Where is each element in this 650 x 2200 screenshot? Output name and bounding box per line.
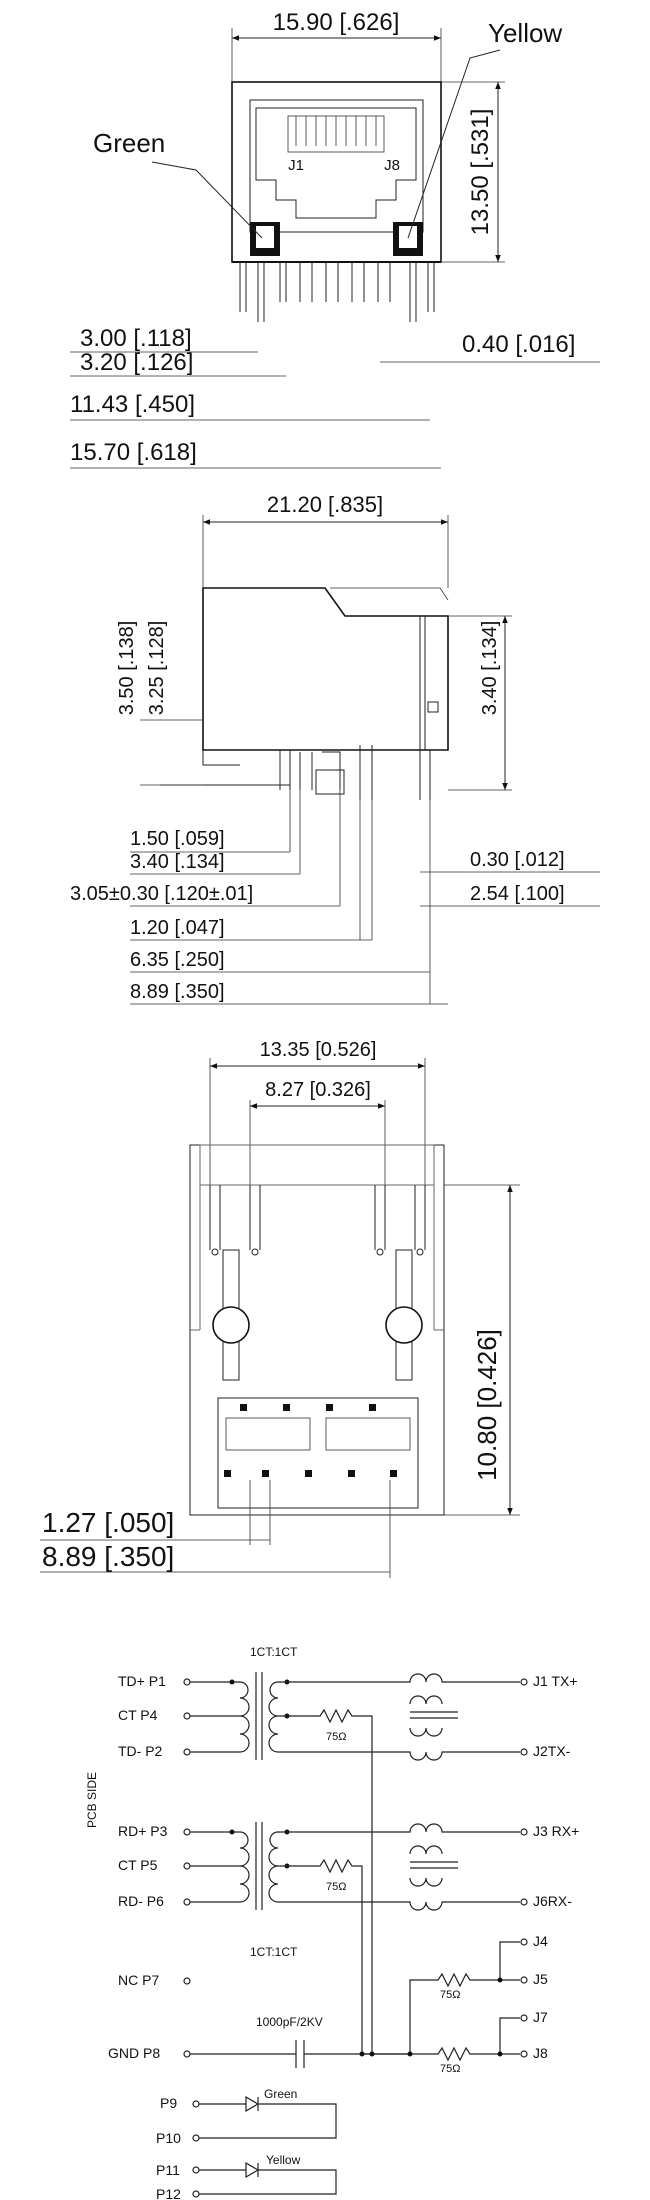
pin-j4-label: J4 <box>533 1933 548 1949</box>
rj-contacts <box>287 115 385 153</box>
pin-rd-minus-label: RD- P6 <box>118 1893 164 1909</box>
resistor-top <box>278 1708 373 2054</box>
left-pin-terminals <box>183 1678 191 2058</box>
pin-gnd-label: GND P8 <box>108 2045 160 2061</box>
side-left-h2-dim: 3.25 [.128] <box>146 621 168 716</box>
bottom-view: 13.35 [0.526] 8.27 [0.326] <box>40 1039 520 1578</box>
resistor-j7-j8 <box>362 2017 520 2062</box>
side-d6-dim: 8.89 [.350] <box>130 981 225 1003</box>
pin-td-plus-label: TD+ P1 <box>118 1673 166 1689</box>
side-housing <box>202 587 449 751</box>
contact-area <box>217 1397 419 1509</box>
bottom-height-dim: 10.80 [0.426] <box>472 1329 502 1481</box>
pin-rd-plus-label: RD+ P3 <box>118 1823 168 1839</box>
yellow-led-label: Yellow <box>266 2153 301 2167</box>
front-width-dim: 15.90 [.626] <box>273 9 400 36</box>
pin-j6-rx-minus-label: J6RX- <box>533 1893 572 1909</box>
pin-ct-top-label: CT P4 <box>118 1707 158 1723</box>
side-d5-dim: 6.35 [.250] <box>130 949 225 971</box>
pin-j8-label: J8 <box>384 157 400 174</box>
capacitor-label: 1000pF/2KV <box>256 2015 323 2029</box>
side-left-h1-dim: 3.50 [.138] <box>116 621 138 716</box>
led-pin-p9-label: P9 <box>160 2095 177 2111</box>
side-d2-dim: 3.40 [.134] <box>130 851 225 873</box>
choke-top <box>278 1673 520 1761</box>
pin-j8-schem-label: J8 <box>533 2045 548 2061</box>
schematic: 1CT:1CT 1CT:1CT PCB SIDE TD+ P1 CT P4 TD… <box>85 1645 579 2200</box>
side-d4-dim: 1.20 [.047] <box>130 917 225 939</box>
pin-j3-rx-plus-label: J3 RX+ <box>533 1823 579 1839</box>
junction-dots <box>359 1977 503 2057</box>
pin-j1-tx-plus-label: J1 TX+ <box>533 1673 578 1689</box>
resistor-j4-j5 <box>409 1941 520 2054</box>
yellow-led-diode <box>199 2161 337 2195</box>
led-green-label: Green <box>93 128 165 158</box>
bottom-width-a-dim: 13.35 [0.526] <box>260 1039 377 1061</box>
led-pin-p12-label: P12 <box>156 2186 181 2200</box>
bottom-small-holes <box>211 1248 424 1256</box>
side-r2-dim: 2.54 [.100] <box>470 883 565 905</box>
side-bottom-dims <box>130 790 448 1005</box>
ratio-bottom-label: 1CT:1CT <box>250 1945 298 1959</box>
side-d1-dim: 1.50 [.059] <box>130 828 225 850</box>
resistor-mid-label: 75Ω <box>326 1881 346 1893</box>
pin-td-minus-label: TD- P2 <box>118 1743 163 1759</box>
bottom-width-b-dim: 8.27 [0.326] <box>265 1079 371 1101</box>
led-pin-p10-label: P10 <box>156 2130 181 2146</box>
pin-j7-label: J7 <box>533 2009 548 2025</box>
green-led-label: Green <box>264 2087 297 2101</box>
pcb-side-label: PCB SIDE <box>85 1772 99 1828</box>
front-height-dim: 13.50 [.531] <box>467 109 494 236</box>
mounting-posts <box>212 1249 423 1381</box>
span-a-dim: 11.43 [.450] <box>70 391 195 418</box>
resistor-top-label: 75Ω <box>326 1731 346 1743</box>
front-view: 15.90 [.626] 13.50 [.531] J1 J8 Green Ye… <box>70 9 600 469</box>
span-b-dim: 15.70 [.618] <box>70 439 197 466</box>
choke-bottom <box>278 1823 520 1911</box>
led-pin-p11-label: P11 <box>156 2162 180 2178</box>
led-yellow-label: Yellow <box>488 18 562 48</box>
side-length-dim: 21.20 [.835] <box>267 492 383 517</box>
ratio-top-label: 1CT:1CT <box>250 1645 298 1659</box>
bottom-row-dim: 8.89 [.350] <box>42 1541 174 1572</box>
green-led-diode <box>199 2095 337 2139</box>
contact-pads <box>224 1404 397 1477</box>
side-right-h-dim: 3.40 [.134] <box>479 621 501 716</box>
side-r1-dim: 0.30 [.012] <box>470 849 565 871</box>
side-view: 21.20 [.835] 3.50 [.138] 3.25 [.128] 3.4… <box>70 492 600 1005</box>
resistor-mid <box>278 1858 363 2054</box>
pin-j5-label: J5 <box>533 1971 548 1987</box>
pin-pitch-b-dim: 3.20 [.126] <box>80 349 193 376</box>
resistor-j78-label: 75Ω <box>440 2063 460 2075</box>
pin-width-dim: 0.40 [.016] <box>462 331 575 358</box>
side-d3-dim: 3.05±0.30 [.120±.01] <box>70 883 253 905</box>
pin-pitch-a-dim: 3.00 [.118] <box>80 325 192 352</box>
bottom-pitch-dim: 1.27 [.050] <box>42 1507 174 1538</box>
pin-j1-label: J1 <box>288 157 304 174</box>
pin-nc-label: NC P7 <box>118 1972 159 1988</box>
front-pins <box>239 262 435 322</box>
transformer-top <box>190 1672 290 1760</box>
resistor-j45-label: 75Ω <box>440 1989 460 2001</box>
pin-j2-tx-minus-label: J2TX- <box>533 1743 571 1759</box>
right-pin-terminals <box>520 1678 528 2058</box>
transformer-bottom <box>190 1822 290 1910</box>
pin-ct-bottom-label: CT P5 <box>118 1857 158 1873</box>
led-terminals <box>192 2100 200 2198</box>
